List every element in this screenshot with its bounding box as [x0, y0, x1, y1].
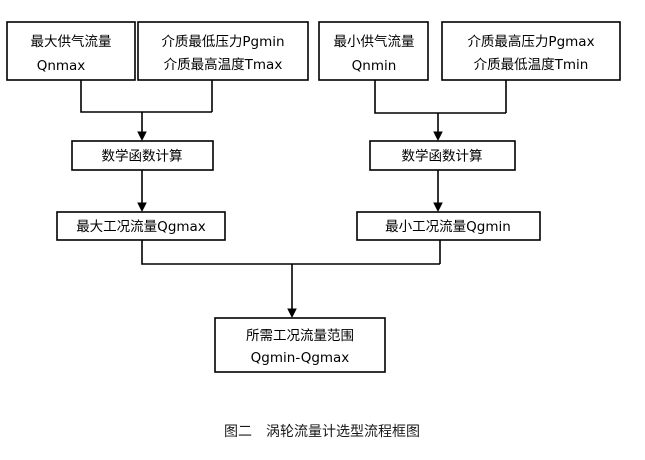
node-calc-right-border [369, 140, 516, 171]
node-calc-left-border [71, 140, 214, 171]
node-input-pgmin-tmax-line2: 介质最高温度Tmax [164, 56, 283, 73]
node-result-qgmin-border [356, 211, 541, 241]
node-input-pgmax-tmin-line1: 介质最高压力Pgmax [467, 33, 594, 50]
arrowhead-calc-right-in [433, 131, 443, 141]
node-calc-right: 数学函数计算 [369, 140, 516, 171]
arrowhead-calc-left-in [137, 131, 147, 141]
node-input-pgmin-tmax: 介质最低压力Pgmin 介质最高温度Tmax [137, 21, 309, 81]
node-result-qgmin-label: 最小工况流量Qgmin [385, 219, 511, 235]
node-result-qgmax: 最大工况流量Qgmax [56, 211, 226, 241]
connector-qnmax-to-join [80, 80, 212, 113]
node-calc-right-label: 数学函数计算 [402, 149, 483, 165]
node-result-qgmax-border [56, 211, 226, 241]
node-input-qnmin-border [318, 21, 429, 81]
connector-bottom-merge [141, 240, 441, 318]
connector-right-branch [374, 80, 507, 141]
node-input-qnmin-line2: Qnmin [352, 58, 397, 74]
node-final-range-line2: Qgmin-Qgmax [251, 350, 350, 366]
node-input-qnmin: 最小供气流量 Qnmin [318, 21, 429, 81]
node-input-pgmin-tmax-border [137, 21, 309, 81]
node-input-pgmin-tmax-line1: 介质最低压力Pgmin [161, 34, 284, 50]
node-result-qgmin: 最小工况流量Qgmin [356, 211, 541, 241]
arrowhead-final-range-in [287, 308, 297, 318]
node-final-range-border [214, 317, 386, 373]
connector-calc-right-to-qgmin [433, 170, 443, 212]
node-input-pgmax-tmin: 介质最高压力Pgmax 介质最低温度Tmin [441, 21, 621, 81]
figure-caption: 图二 涡轮流量计选型流程框图 [224, 424, 420, 440]
node-input-qnmax: 最大供气流量 Qnmax [6, 21, 136, 81]
connector-calc-left-to-qgmax [137, 170, 147, 212]
arrowhead-qgmin-in [433, 202, 443, 212]
node-input-pgmax-tmin-line2: 介质最低温度Tmin [474, 57, 589, 73]
node-input-qnmax-border [6, 21, 136, 81]
node-input-qnmax-line1: 最大供气流量 [31, 34, 112, 50]
node-calc-left-label: 数学函数计算 [102, 149, 183, 165]
node-input-pgmax-tmin-border [441, 21, 621, 81]
node-calc-left: 数学函数计算 [71, 140, 214, 171]
connector-left-branch [80, 80, 213, 141]
node-input-qnmin-line1: 最小供气流量 [334, 34, 415, 50]
connector-qnmin-to-join [374, 80, 506, 114]
connector-qgmax-to-merge [141, 240, 440, 265]
arrowhead-qgmax-in [137, 202, 147, 212]
node-final-range: 所需工况流量范围 Qgmin-Qgmax [214, 317, 386, 373]
node-input-qnmax-line2: Qnmax [37, 58, 86, 74]
node-result-qgmax-label: 最大工况流量Qgmax [76, 219, 206, 235]
node-final-range-line1: 所需工况流量范围 [246, 328, 354, 344]
